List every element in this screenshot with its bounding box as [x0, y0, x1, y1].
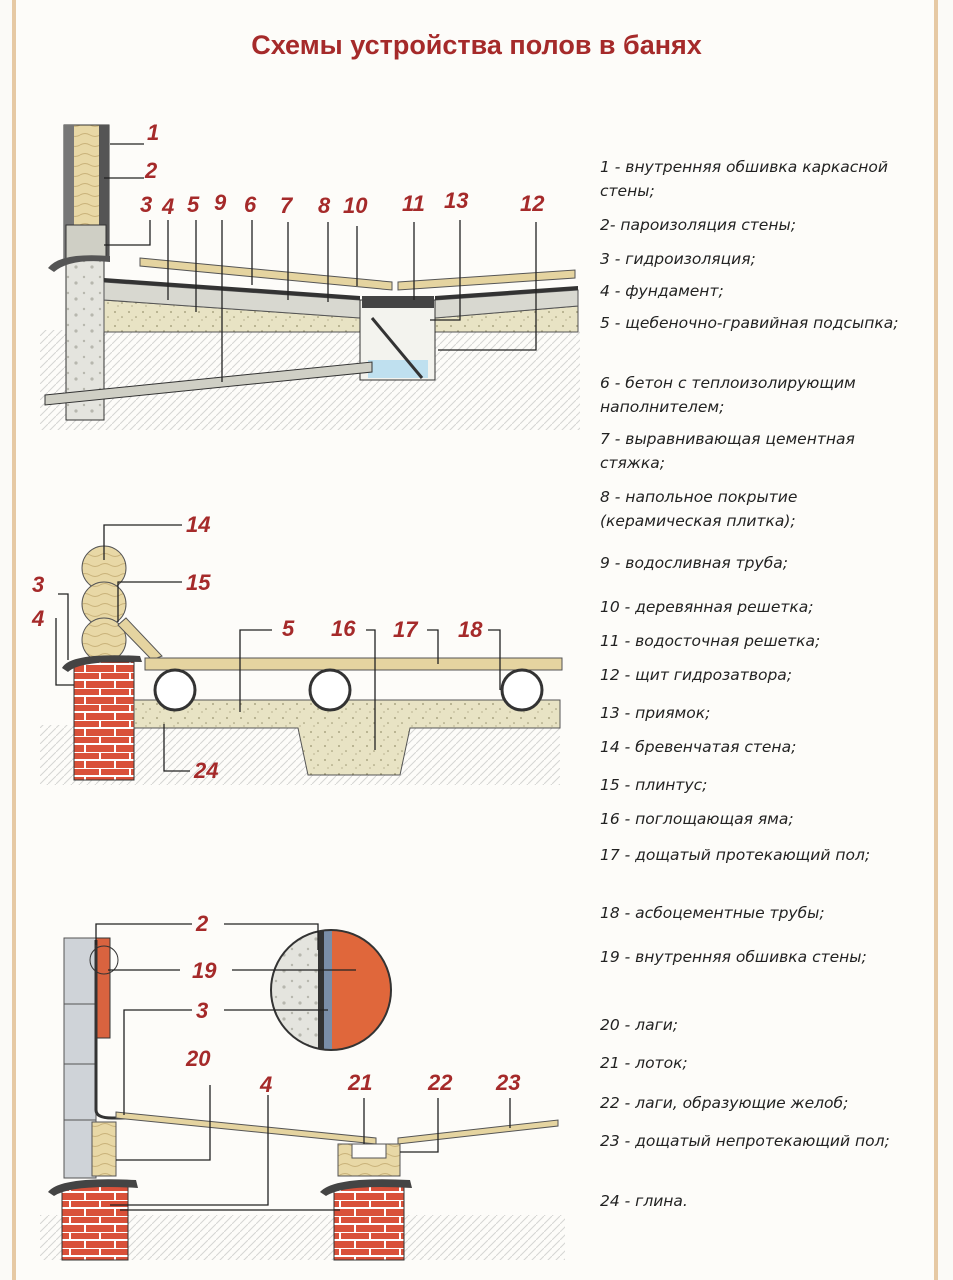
legend-item-15: 15 - плинтус; [600, 776, 708, 794]
callout-2: 2 [144, 158, 158, 183]
callout-8: 8 [318, 193, 331, 218]
callout-5b: 5 [282, 616, 295, 641]
callout-3b: 3 [32, 572, 44, 597]
callout-10: 10 [343, 193, 368, 218]
page-frame [12, 0, 938, 1280]
callout-17: 17 [393, 617, 419, 642]
zoom-detail [270, 929, 392, 1051]
callout-21: 21 [347, 1070, 372, 1095]
callout-12: 12 [520, 191, 545, 216]
legend-item-8: 8 - напольное покрытие (керамическая пли… [600, 488, 798, 531]
page-title: Схемы устройства полов в банях [251, 30, 702, 60]
callout-9: 9 [214, 190, 227, 215]
callout-11: 11 [402, 191, 425, 216]
callout-3: 3 [140, 192, 152, 217]
legend-item-2: 2- пароизоляция стены; [600, 216, 796, 234]
callout-22: 22 [427, 1070, 453, 1095]
callout-6: 6 [244, 192, 257, 217]
callout-18: 18 [458, 617, 483, 642]
legend-item-1: 1 - внутренняя обшивка каркасной стены; [600, 158, 888, 201]
diagram-1: 1 2 3 4 5 9 6 7 8 10 11 13 12 [40, 120, 580, 430]
legend-item-19: 19 - внутренняя обшивка стены; [600, 948, 867, 966]
callout-1: 1 [147, 120, 159, 145]
callout-20: 20 [185, 1046, 211, 1071]
legend-item-16: 16 - поглощающая яма; [600, 810, 794, 828]
legend-item-12: 12 - щит гидрозатвора; [600, 666, 793, 684]
callout-4b: 4 [31, 606, 44, 631]
legend-item-3: 3 - гидроизоляция; [600, 250, 756, 268]
legend-item-11: 11 - водосточная решетка; [600, 632, 821, 650]
callout-13: 13 [444, 188, 468, 213]
legend-item-5: 5 - щебеночно-гравийная подсыпка; [600, 314, 899, 332]
diagram-2: 14 15 3 4 5 16 17 18 24 [31, 512, 563, 785]
legend-item-7: 7 - выравнивающая цементная стяжка; [600, 430, 855, 473]
legend-item-6: 6 - бетон с теплоизолирующим наполнителе… [600, 374, 856, 417]
callout-2c: 2 [195, 911, 209, 936]
callout-16: 16 [331, 616, 356, 641]
legend-item-20: 20 - лаги; [600, 1016, 679, 1034]
callout-19: 19 [192, 958, 217, 983]
legend-item-9: 9 - водосливная труба; [600, 554, 788, 572]
legend-item-21: 21 - лоток; [600, 1054, 688, 1072]
legend-item-14: 14 - бревенчатая стена; [600, 738, 797, 756]
callout-4c: 4 [259, 1072, 272, 1097]
legend-item-22: 22 - лаги, образующие желоб; [600, 1094, 849, 1112]
callout-3c: 3 [196, 998, 208, 1023]
callout-4: 4 [161, 194, 174, 219]
callout-23: 23 [495, 1070, 520, 1095]
callout-7: 7 [280, 193, 294, 218]
callout-15: 15 [186, 570, 211, 595]
legend-item-18: 18 - асбоцементные трубы; [600, 904, 825, 922]
callout-24: 24 [193, 758, 218, 783]
legend-item-17: 17 - дощатый протекающий пол; [600, 846, 871, 864]
legend-item-24: 24 - глина. [600, 1192, 688, 1210]
callout-14: 14 [186, 512, 210, 537]
legend-item-10: 10 - деревянная решетка; [600, 598, 814, 616]
callout-5: 5 [187, 192, 200, 217]
diagram-3: 2 19 3 20 4 21 22 23 [40, 911, 565, 1261]
legend-item-4: 4 - фундамент; [600, 282, 724, 300]
legend-item-23: 23 - дощатый непротекающий пол; [600, 1132, 890, 1150]
legend-item-13: 13 - приямок; [600, 704, 711, 722]
